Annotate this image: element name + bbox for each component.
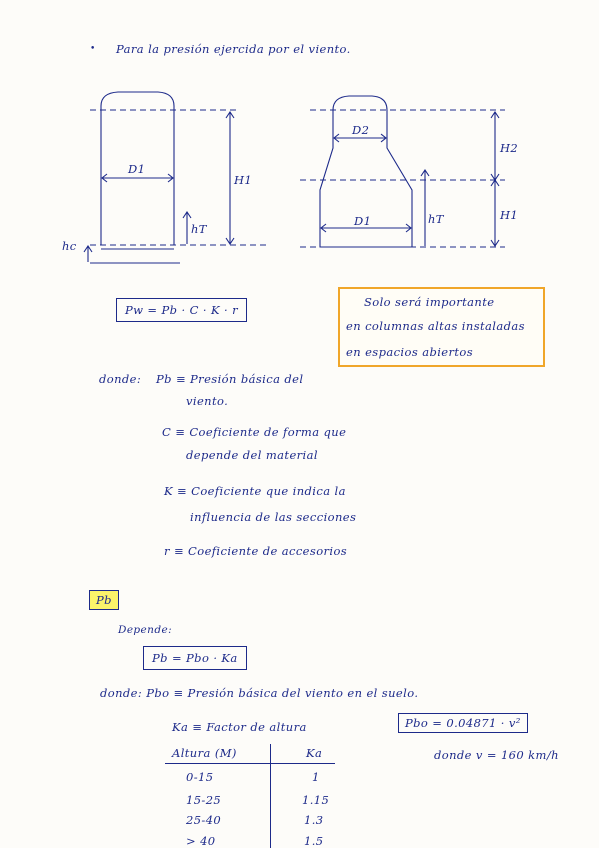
label-d1-right: D1 [354, 214, 372, 228]
pbo-definition: donde: Pbo ≡ Presión básica del viento e… [100, 686, 419, 700]
label-d2: D2 [352, 123, 370, 137]
page-heading: Para la presión ejercida por el viento. [116, 42, 351, 56]
where-label: donde: [99, 372, 142, 386]
pb-section-tag: Pb [89, 590, 119, 610]
table-column-rule [270, 744, 272, 848]
label-ht-right: hT [428, 212, 444, 226]
def-c-1: C ≡ Coeficiente de forma que [162, 425, 347, 439]
label-hc: hc [62, 239, 77, 253]
left-column-body [100, 91, 175, 245]
label-ht-left: hT [191, 222, 207, 236]
def-k-1: K ≡ Coeficiente que indica la [164, 484, 346, 498]
label-d1-left: D1 [128, 162, 146, 176]
label-h1-left: H1 [234, 173, 253, 187]
note-line-1: Solo será importante [364, 295, 495, 309]
ka-definition: Ka ≡ Factor de altura [172, 720, 307, 734]
pb-formula: Pb = Pbo · Ka [143, 646, 247, 670]
table-row-1-altura: 0-15 [186, 770, 214, 784]
table-row-3-altura: 25-40 [186, 813, 222, 827]
pbo-formula: Pbo = 0.04871 · v² [398, 713, 528, 733]
table-header-altura: Altura (M) [172, 746, 237, 760]
table-row-2-ka: 1.15 [302, 793, 330, 807]
note-box: Solo será importante en columnas altas i… [338, 287, 545, 367]
velocity-note: donde v = 160 km/h [434, 748, 559, 762]
table-row-4-altura: > 40 [186, 834, 216, 848]
table-header-ka: Ka [306, 746, 323, 760]
def-pb-1: Pb ≡ Presión básica del [156, 372, 304, 386]
note-line-3: en espacios abiertos [346, 345, 474, 359]
label-h1-right: H1 [500, 208, 519, 222]
table-row-4-ka: 1.5 [304, 834, 324, 848]
label-h2: H2 [500, 141, 519, 155]
def-pb-2: viento. [186, 394, 229, 408]
def-r: r ≡ Coeficiente de accesorios [164, 544, 348, 558]
def-c-2: depende del material [186, 448, 318, 462]
table-row-2-altura: 15-25 [186, 793, 222, 807]
bullet: • [90, 44, 96, 54]
right-column-body [319, 95, 413, 248]
wind-pressure-formula: Pw = Pb · C · K · r [116, 298, 248, 322]
def-k-2: influencia de las secciones [190, 510, 357, 524]
column-diagrams [83, 91, 505, 264]
table-header-rule [165, 763, 335, 765]
depends-label: Depende: [118, 624, 173, 636]
table-row-3-ka: 1.3 [304, 813, 324, 827]
note-line-2: en columnas altas instaladas [346, 319, 525, 333]
table-row-1-ka: 1 [312, 770, 320, 784]
